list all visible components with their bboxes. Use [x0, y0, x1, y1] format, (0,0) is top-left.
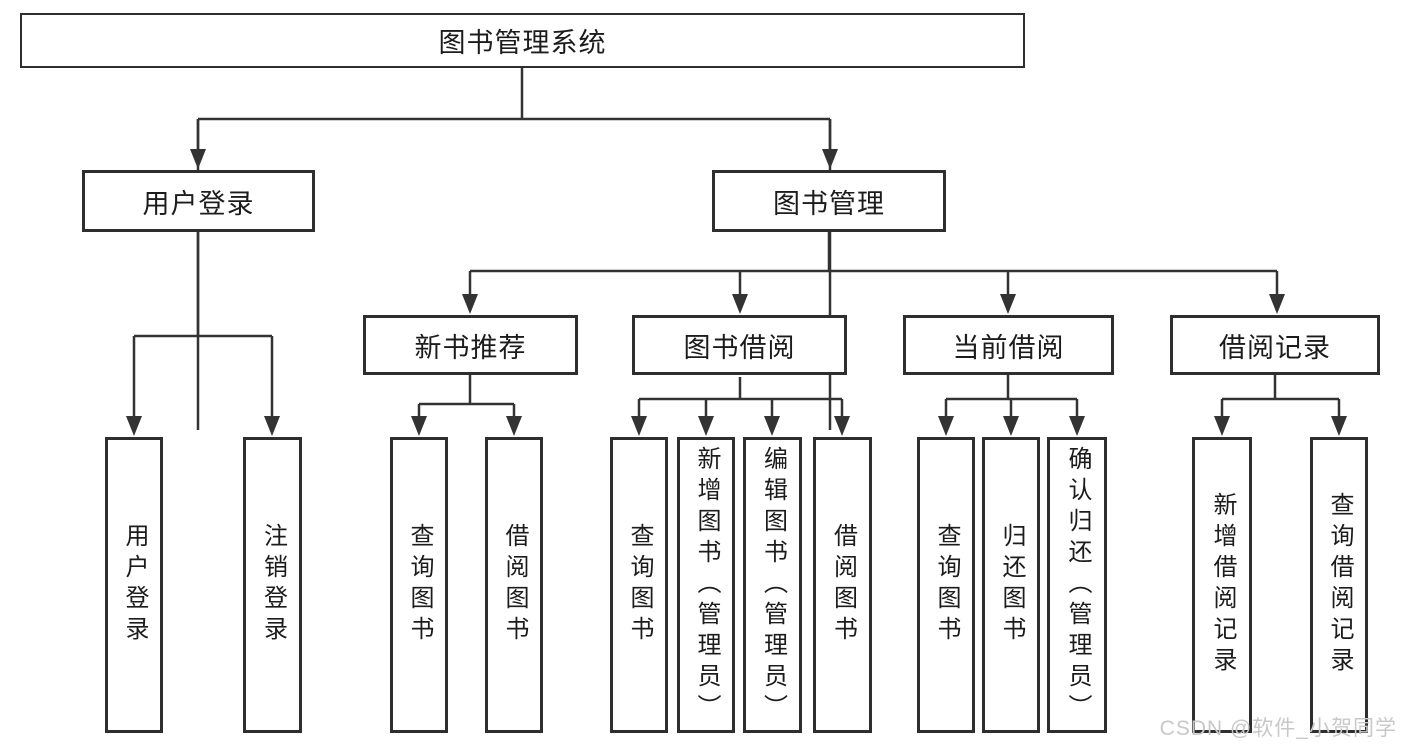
leaf-edit-book-admin: 编辑图书（管理员） — [743, 437, 802, 733]
leaf-borrow-book-label: 借阅图书 — [829, 523, 857, 647]
leaf-user-login: 用户登录 — [105, 437, 163, 733]
node-current-borrow-label: 当前借阅 — [952, 332, 1065, 363]
arrowheads — [126, 149, 1347, 436]
leaf-add-borrow-record-label: 新增借阅记录 — [1209, 492, 1236, 678]
leaf-query-book-rec-label: 查询图书 — [406, 523, 433, 647]
leaf-query-borrow-record-label: 查询借阅记录 — [1326, 492, 1353, 678]
connector-root — [196, 67, 832, 430]
node-book-mgmt-label: 图书管理 — [773, 188, 885, 219]
node-current-borrow: 当前借阅 — [903, 315, 1114, 375]
leaf-add-book-admin-label: 新增图书（管理员） — [693, 445, 720, 725]
node-root-label: 图书管理系统 — [438, 28, 607, 58]
leaf-user-login-label: 用户登录 — [121, 523, 148, 647]
leaf-query-book-label: 查询图书 — [626, 523, 653, 647]
connector-book-borrow — [637, 377, 844, 432]
leaf-return-book-label: 归还图书 — [998, 523, 1025, 647]
node-user-login: 用户登录 — [82, 170, 315, 232]
leaf-confirm-return-admin: 确认归还（管理员） — [1047, 437, 1107, 733]
leaf-logout-label: 注销登录 — [259, 523, 287, 647]
connector-user-login — [132, 232, 274, 432]
leaf-query-current: 查询图书 — [917, 437, 975, 733]
leaf-add-book-admin: 新增图书（管理员） — [677, 437, 735, 733]
node-book-borrow: 图书借阅 — [632, 315, 847, 375]
node-new-book-rec-label: 新书推荐 — [414, 332, 527, 363]
leaf-query-borrow-record: 查询借阅记录 — [1310, 437, 1368, 733]
node-book-mgmt: 图书管理 — [712, 170, 946, 232]
connector-book-mgmt — [468, 232, 1279, 311]
leaf-query-book-rec: 查询图书 — [390, 437, 448, 733]
leaf-borrow-book: 借阅图书 — [813, 437, 872, 733]
node-borrow-record: 借阅记录 — [1170, 315, 1380, 375]
leaf-edit-book-admin-label: 编辑图书（管理员） — [759, 445, 787, 725]
watermark: CSDN @软件_小贺同学 — [1159, 717, 1397, 740]
leaf-query-book: 查询图书 — [610, 437, 668, 733]
node-user-login-label: 用户登录 — [142, 188, 255, 219]
leaf-add-borrow-record: 新增借阅记录 — [1192, 437, 1252, 733]
connector-new-book-rec — [417, 375, 516, 432]
connector-current-borrow — [944, 375, 1079, 432]
leaf-return-book: 归还图书 — [982, 437, 1040, 733]
connector-root-stems — [196, 119, 832, 165]
node-root: 图书管理系统 — [20, 13, 1025, 68]
leaf-borrow-book-rec-label: 借阅图书 — [501, 523, 528, 647]
leaf-logout: 注销登录 — [243, 437, 302, 733]
leaf-query-current-label: 查询图书 — [933, 523, 960, 647]
leaf-borrow-book-rec: 借阅图书 — [485, 437, 543, 733]
node-borrow-record-label: 借阅记录 — [1219, 332, 1331, 363]
leaf-confirm-return-admin-label: 确认归还（管理员） — [1064, 445, 1091, 725]
node-book-borrow-label: 图书借阅 — [683, 332, 796, 363]
node-new-book-rec: 新书推荐 — [363, 315, 578, 375]
connector-borrow-record — [1220, 375, 1341, 432]
